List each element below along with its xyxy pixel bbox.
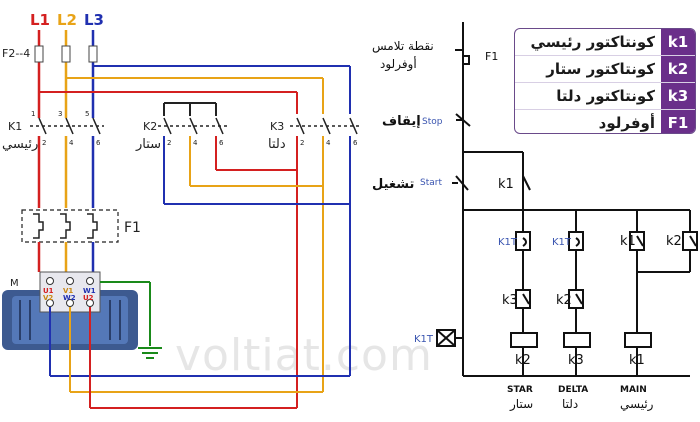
stop-ar: إيقاف (382, 114, 421, 129)
k3-num-2: 2 (300, 139, 304, 147)
legend-row: كونتاكتور دلتا k3 (515, 83, 695, 110)
k3-code: K3 (270, 120, 284, 133)
legend-code: k2 (661, 56, 695, 82)
k1-no-contact (629, 231, 645, 251)
k1-num-2: 2 (42, 139, 46, 147)
start-ar: تشغيل (372, 177, 414, 192)
coil-k1 (624, 332, 652, 348)
timer-contact-2: K1T (552, 237, 572, 248)
fuse-label: F2--4 (2, 47, 30, 60)
k2-num-2: 2 (167, 139, 171, 147)
k1-code: K1 (8, 120, 22, 133)
overload-ar-1: نقطة تلامس (372, 39, 434, 54)
timer-contact-1: K1T (498, 237, 518, 248)
k2-contacts (158, 117, 228, 135)
timer-coil (436, 329, 456, 347)
terminal-u1: U1 (43, 287, 54, 295)
k2-name: ستار (135, 137, 161, 152)
coil-label-k2: k2 (515, 353, 531, 368)
k2-contact-label: k2 (666, 234, 682, 249)
terminal-w1: W1 (83, 287, 96, 295)
k1-contacts (30, 117, 104, 135)
legend-row: أوفرلود F1 (515, 110, 695, 133)
overload-nc-contact (455, 49, 470, 70)
k1-hold-label: k1 (498, 177, 514, 192)
legend-text: أوفرلود (598, 114, 655, 132)
label-delta-en: DELTA (558, 385, 588, 395)
label-star-ar: ستار (509, 397, 533, 412)
phase-label-l2: L2 (57, 11, 77, 29)
legend-code: F1 (661, 110, 695, 133)
k2-no-contact (682, 231, 698, 251)
motor-label: M (10, 278, 19, 289)
k3-num-6: 6 (353, 139, 358, 147)
k3-name: دلتا (268, 137, 286, 152)
interlock-k3: k3 (502, 293, 518, 308)
legend-text: كونتاكتور دلتا (556, 87, 655, 105)
overload-label: F1 (124, 220, 141, 236)
k2-num-4: 4 (193, 139, 198, 147)
k1-num-1: 1 (31, 110, 35, 118)
timer-nc-contact (515, 231, 531, 251)
k1-num-5: 5 (85, 110, 89, 118)
legend-row: كونتاكتور ستار k2 (515, 56, 695, 83)
coil-label-k1: k1 (629, 353, 645, 368)
legend: كونتاكتور رئيسي k1 كونتاكتور ستار k2 كون… (514, 28, 696, 134)
k1-hold-contact (522, 175, 531, 191)
phase-label-l1: L1 (30, 11, 50, 29)
label-main-en: MAIN (620, 385, 647, 395)
overload-elements (33, 213, 98, 239)
k2-code: K2 (143, 120, 157, 133)
legend-code: k1 (661, 29, 695, 55)
k2-interlock-contact (568, 289, 584, 309)
legend-text: كونتاكتور ستار (546, 60, 655, 78)
start-button-contact (452, 175, 469, 191)
terminal-v1: V1 (63, 287, 73, 295)
overload-relay (21, 209, 119, 243)
terminal-u2: U2 (83, 294, 94, 302)
k2-num-6: 6 (219, 139, 224, 147)
label-delta-ar: دلتا (562, 397, 578, 411)
timer-coil-label: K1T (414, 334, 434, 345)
k1-num-6: 6 (96, 139, 101, 147)
k3-contacts (290, 117, 360, 135)
k3-interlock-contact (515, 289, 531, 309)
fuse-l1 (34, 45, 44, 63)
terminal-w2: W2 (63, 294, 76, 302)
label-star-en: STAR (507, 385, 533, 395)
terminal-v2: V2 (43, 294, 53, 302)
watermark: voltiat.com (175, 330, 433, 381)
fuse-l3 (88, 45, 98, 63)
k1-contact-label: k1 (620, 234, 636, 249)
phase-label-l3: L3 (84, 11, 104, 29)
k3-num-4: 4 (326, 139, 331, 147)
overload-ar-2: أوفرلود (380, 56, 417, 72)
k1-num-3: 3 (58, 110, 62, 118)
coil-k2 (510, 332, 538, 348)
timer-no-contact (568, 231, 584, 251)
coil-k3 (563, 332, 591, 348)
overload-code-right: F1 (485, 50, 498, 63)
legend-text: كونتاكتور رئيسي (530, 33, 655, 51)
ground-icon (138, 347, 162, 359)
k1-name: رئيسي (2, 137, 38, 152)
stop-button-contact (455, 113, 471, 127)
start-en: Start (420, 178, 442, 188)
stop-en: Stop (422, 117, 443, 127)
legend-row: كونتاكتور رئيسي k1 (515, 29, 695, 56)
coil-label-k3: k3 (568, 353, 584, 368)
interlock-k2: k2 (556, 293, 572, 308)
label-main-ar: رئيسي (620, 397, 654, 412)
legend-code: k3 (661, 83, 695, 109)
fuse-l2 (61, 45, 71, 63)
k1-num-4: 4 (69, 139, 74, 147)
